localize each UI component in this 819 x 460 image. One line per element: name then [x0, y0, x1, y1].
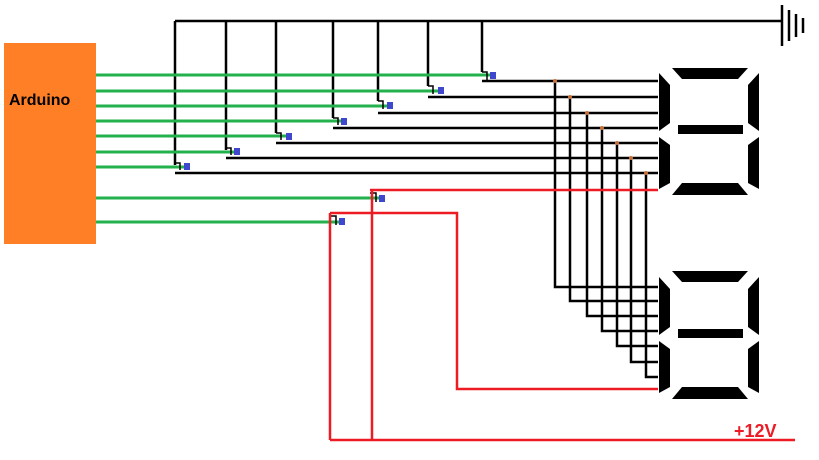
seven-segment-digit-bottom: [659, 271, 759, 399]
junction-dots: [553, 79, 648, 175]
power-wires: [328, 188, 795, 442]
ground-bus: [173, 19, 782, 165]
arduino-label: Arduino: [9, 92, 71, 109]
segment-lines-bottom: [553, 81, 658, 379]
arduino-board: [4, 43, 96, 244]
arduino-signal-wires: [96, 73, 490, 224]
segment-lines-top: [175, 79, 658, 175]
supply-label: +12V: [734, 421, 777, 441]
segment-transistors: [175, 71, 488, 170]
transistor-base-markers: [184, 72, 496, 225]
seven-segment-digit-top: [659, 68, 759, 195]
ground-icon: [780, 5, 805, 46]
